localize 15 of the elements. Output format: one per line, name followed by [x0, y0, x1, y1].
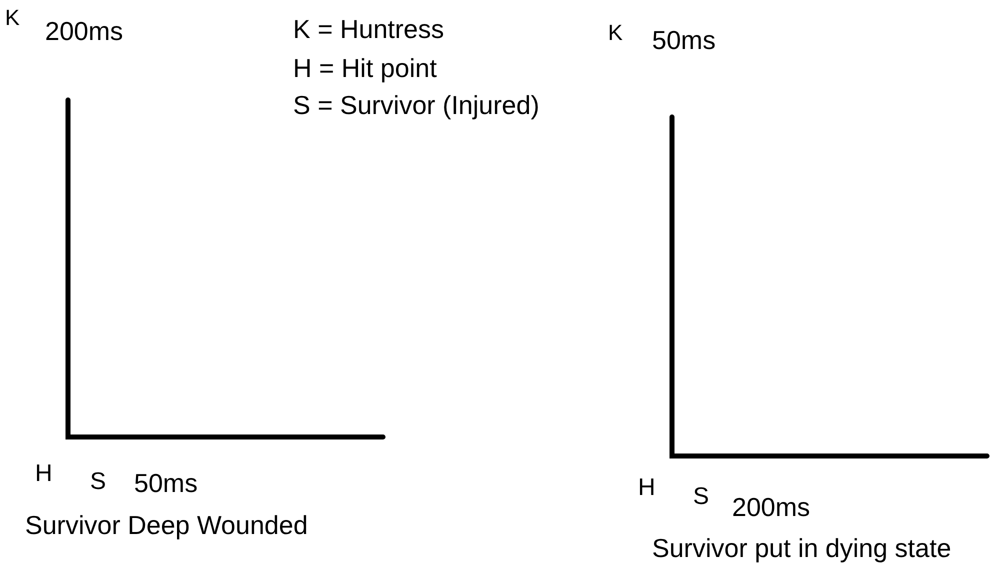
axis-letter: K: [5, 7, 20, 29]
key-entry: K = Huntress: [293, 16, 444, 42]
key-entry: S = Survivor (Injured): [293, 92, 540, 118]
caption-text: Survivor Deep Wounded: [25, 512, 308, 538]
axis-letter: H: [35, 462, 52, 486]
latency-value: 50ms: [134, 470, 198, 496]
axis-letter: H: [638, 476, 656, 500]
latency-value: 200ms: [732, 494, 810, 520]
key-entry: H = Hit point: [293, 55, 437, 81]
axis-letter: K: [608, 22, 623, 44]
latency-value: 50ms: [652, 27, 716, 53]
axis-letter: S: [90, 470, 106, 494]
axis-letter: S: [693, 485, 710, 509]
latency-value: 200ms: [45, 18, 124, 44]
caption-text: Survivor put in dying state: [652, 535, 952, 561]
